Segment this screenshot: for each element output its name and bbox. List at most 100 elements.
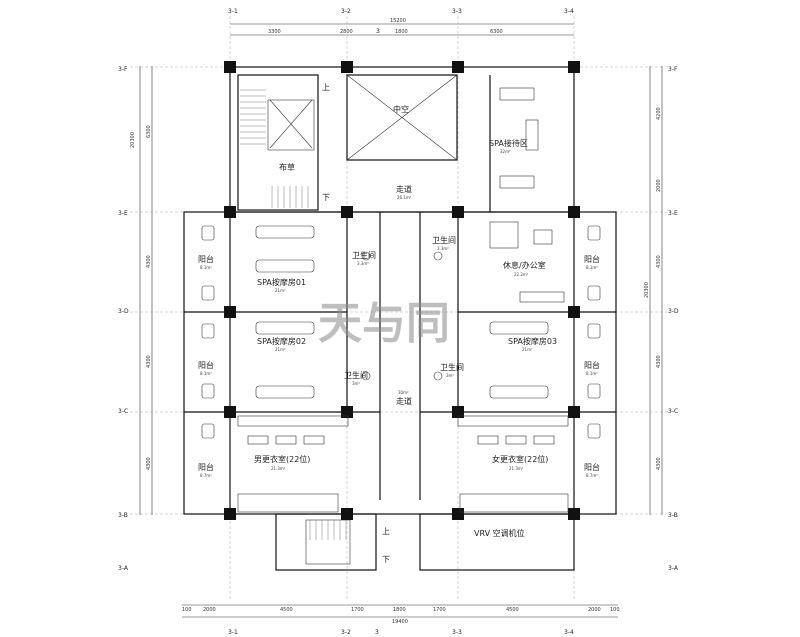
axis-bottom-1: 3-1 bbox=[228, 629, 238, 636]
label-spa-room-03: SPA按摩房03 bbox=[508, 336, 557, 346]
dim-bottom-seg-3: 4500 bbox=[280, 607, 293, 613]
area-balc-r3: 8.7m² bbox=[586, 473, 598, 478]
area-bath-c: 3m² bbox=[352, 381, 360, 386]
axis-bottom-2: 3-2 bbox=[341, 629, 351, 636]
label-corridor-top: 走道 bbox=[396, 184, 412, 194]
area-balc-l1: 8.1m² bbox=[200, 265, 212, 270]
dim-left-seg-2: 4300 bbox=[146, 255, 152, 268]
axis-left-f: 3-F bbox=[118, 66, 128, 73]
label-bath-1: 卫生间 bbox=[352, 250, 376, 260]
dim-right-seg-4: 4300 bbox=[656, 355, 662, 368]
dim-top-seg-2: 2800 bbox=[340, 29, 353, 35]
label-male-locker: 男更衣室(22位) bbox=[254, 454, 310, 464]
axis-top-1: 3-1 bbox=[228, 8, 238, 15]
label-bath-2: 卫生间 bbox=[432, 235, 456, 245]
dim-left-seg-4: 4300 bbox=[146, 457, 152, 470]
area-balc-l3: 8.7m² bbox=[200, 473, 212, 478]
dim-right-seg-3: 4300 bbox=[656, 255, 662, 268]
axis-bottom-center: 3 bbox=[375, 629, 379, 636]
axis-bottom-3: 3-3 bbox=[452, 629, 462, 636]
label-vrv: VRV 空调机位 bbox=[474, 528, 525, 538]
axis-right-c: 3-C bbox=[668, 408, 678, 415]
label-up-1: 上 bbox=[322, 83, 330, 92]
axis-right-a: 3-A bbox=[668, 565, 679, 572]
label-corridor-mid: 走道 bbox=[396, 396, 412, 406]
dim-right-seg-1: 4200 bbox=[656, 107, 662, 120]
label-female-locker: 女更衣室(22位) bbox=[492, 454, 548, 464]
area-spa03: 21m² bbox=[522, 347, 533, 352]
area-reception: 32m² bbox=[500, 149, 511, 154]
axis-right-d: 3-D bbox=[668, 308, 679, 315]
label-balcony-l2: 阳台 bbox=[198, 360, 214, 370]
label-balcony-r3: 阳台 bbox=[584, 462, 600, 472]
label-spa-reception: SPA接待区 bbox=[489, 138, 528, 148]
bottom-axis: 100 2000 4500 1700 1800 1700 4500 2000 1… bbox=[182, 604, 620, 636]
dim-top-total: 15200 bbox=[390, 18, 406, 24]
dim-right-seg-2: 2000 bbox=[656, 179, 662, 192]
walls bbox=[183, 66, 617, 571]
area-bath-d: 3m² bbox=[446, 373, 454, 378]
label-balcony-r2: 阳台 bbox=[584, 360, 600, 370]
area-balc-r1: 8.1m² bbox=[586, 265, 598, 270]
area-corridor-top: 26.1m² bbox=[397, 195, 412, 200]
axis-right-e: 3-E bbox=[668, 210, 678, 217]
top-axis: 3-1 3-2 3-3 3-4 15200 3300 2800 1800 630… bbox=[228, 8, 574, 36]
room-labels: 中空 SPA接待区 32m² 布草 走道 26.1m² 上 下 SPA按摩房01… bbox=[198, 83, 600, 564]
label-linen: 布草 bbox=[279, 162, 295, 172]
axis-top-2: 3-2 bbox=[341, 8, 351, 15]
axis-left-c: 3-C bbox=[118, 408, 128, 415]
right-axis: 3-F 3-E 3-D 3-C 3-B 3-A 4200 2000 4300 4… bbox=[644, 66, 679, 572]
dim-bottom-seg-4: 1700 bbox=[351, 607, 364, 613]
area-lounge: 22.2m² bbox=[514, 272, 529, 277]
watermark-logo: 天与同 bbox=[318, 298, 450, 349]
dim-top-seg-1: 3300 bbox=[268, 29, 281, 35]
dim-right-total: 20300 bbox=[644, 282, 650, 298]
label-lounge-office: 休息/办公室 bbox=[503, 260, 546, 270]
label-atrium: 中空 bbox=[393, 104, 409, 114]
left-axis: 3-F 3-E 3-D 3-C 3-B 3-A 20300 6300 4300 … bbox=[118, 66, 153, 572]
label-spa-room-01: SPA按摩房01 bbox=[257, 277, 306, 287]
area-corridor-mid: 30m² bbox=[398, 390, 409, 395]
label-down-2: 下 bbox=[382, 555, 390, 564]
columns bbox=[224, 61, 580, 520]
label-balcony-r1: 阳台 bbox=[584, 254, 600, 264]
area-bath-b: 3.3m² bbox=[437, 246, 449, 251]
axis-top-center: 3 bbox=[376, 28, 380, 35]
dim-top-seg-4: 6300 bbox=[490, 29, 503, 35]
dim-right-seg-5: 4300 bbox=[656, 457, 662, 470]
label-down-1: 下 bbox=[322, 193, 330, 202]
axis-left-b: 3-B bbox=[118, 512, 128, 519]
stair-treads bbox=[240, 89, 347, 540]
dim-bottom-seg-5: 1800 bbox=[393, 607, 406, 613]
area-balc-l2: 8.1m² bbox=[200, 371, 212, 376]
axis-left-a: 3-A bbox=[118, 565, 129, 572]
area-spa02: 21m² bbox=[275, 347, 286, 352]
area-male: 21.3m² bbox=[271, 466, 286, 471]
dim-left-total: 20300 bbox=[130, 132, 136, 148]
label-bath-3: 卫生间 bbox=[344, 370, 368, 380]
area-female: 21.3m² bbox=[509, 466, 524, 471]
axis-bottom-4: 3-4 bbox=[564, 629, 574, 636]
dim-bottom-seg-1: 100 bbox=[182, 607, 192, 613]
dim-bottom-seg-9: 100 bbox=[610, 607, 620, 613]
area-spa01: 21m² bbox=[275, 288, 286, 293]
label-up-2: 上 bbox=[382, 527, 390, 536]
label-bath-4: 卫生间 bbox=[440, 362, 464, 372]
axis-top-3: 3-3 bbox=[452, 8, 462, 15]
dim-left-seg-3: 4300 bbox=[146, 355, 152, 368]
dim-left-seg-1: 6300 bbox=[146, 125, 152, 138]
dim-bottom-seg-6: 1700 bbox=[433, 607, 446, 613]
axis-right-f: 3-F bbox=[668, 66, 678, 73]
area-bath-a: 3.3m² bbox=[357, 261, 369, 266]
axis-left-d: 3-D bbox=[118, 308, 129, 315]
area-balc-r2: 8.1m² bbox=[586, 371, 598, 376]
axis-right-b: 3-B bbox=[668, 512, 678, 519]
dim-bottom-seg-8: 2000 bbox=[588, 607, 601, 613]
axis-left-e: 3-E bbox=[118, 210, 128, 217]
label-balcony-l3: 阳台 bbox=[198, 462, 214, 472]
label-balcony-l1: 阳台 bbox=[198, 254, 214, 264]
dim-bottom-seg-2: 2000 bbox=[203, 607, 216, 613]
dim-top-seg-3: 1800 bbox=[395, 29, 408, 35]
dim-bottom-total: 19400 bbox=[392, 619, 408, 625]
